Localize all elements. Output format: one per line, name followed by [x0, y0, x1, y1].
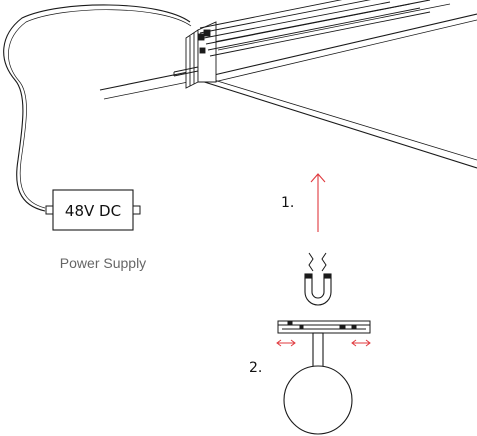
ceiling — [99, 0, 477, 169]
slide-arrows — [276, 339, 371, 347]
supply-terminal-left — [45, 205, 54, 215]
magnet-icon — [304, 273, 332, 306]
power-supply: 48V DC — [45, 189, 141, 231]
luminaire-adapter — [277, 320, 371, 334]
step-1-label: 1. — [281, 195, 294, 211]
up-arrow — [310, 173, 326, 232]
magnetic-track — [173, 0, 431, 89]
supply-box — [52, 189, 134, 231]
power-cable — [3, 4, 191, 212]
attraction-zigzag-icon — [308, 252, 327, 272]
supply-label: 48V DC — [65, 202, 121, 220]
globe-pendant — [283, 332, 353, 435]
supply-terminal-right — [132, 205, 141, 215]
step-2-label: 2. — [249, 360, 262, 376]
supply-caption: Power Supply — [60, 255, 146, 271]
power-cable-inner — [8, 9, 192, 209]
